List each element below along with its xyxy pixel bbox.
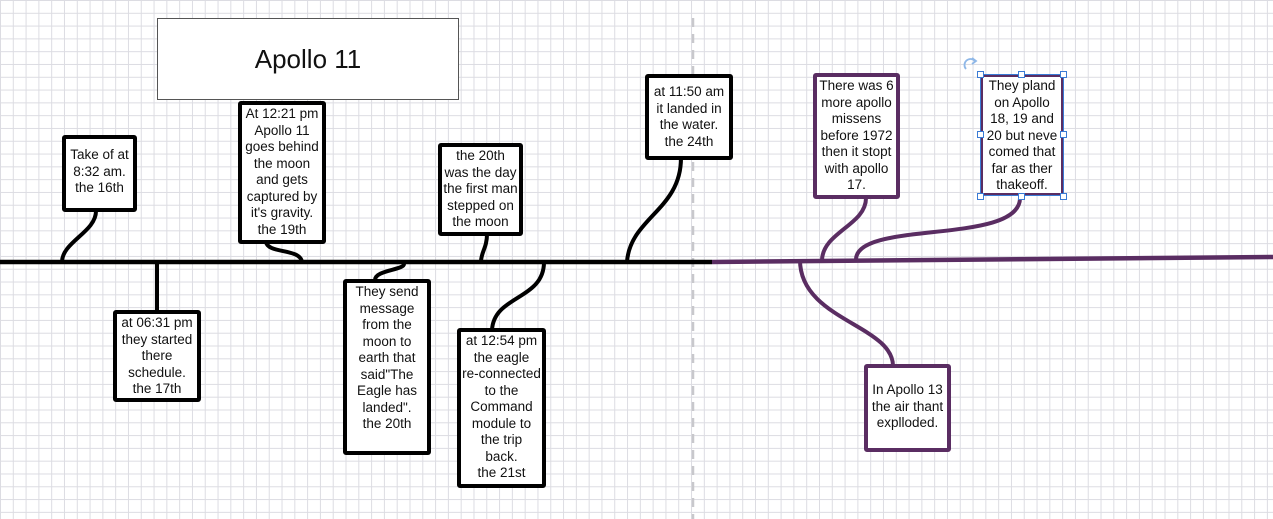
resize-handle-top-right[interactable] bbox=[1060, 71, 1067, 78]
title-text: Apollo 11 bbox=[254, 43, 362, 74]
connector-n8 bbox=[820, 197, 868, 261]
connector-n5 bbox=[479, 233, 489, 263]
note-apollo-13[interactable]: In Apollo 13 the air thant explloded. bbox=[864, 364, 951, 452]
note-text: In Apollo 13 the air thant explloded. bbox=[871, 382, 944, 430]
note-text: the 20th was the day the first man stepp… bbox=[443, 148, 518, 229]
resize-handle-right[interactable] bbox=[1060, 131, 1067, 138]
resize-handle-top[interactable] bbox=[1018, 71, 1025, 78]
note-text: at 06:31 pm they started there schedule.… bbox=[121, 315, 193, 396]
timeline-extension bbox=[711, 254, 1273, 265]
connector-n9 bbox=[854, 197, 1022, 260]
note-text: At 12:21 pm Apollo 11 goes behind the mo… bbox=[245, 106, 319, 237]
connector-n6 bbox=[490, 261, 546, 331]
note-first-man[interactable]: the 20th was the day the first man stepp… bbox=[438, 143, 523, 236]
note-text: There was 6 more apollo missens before 1… bbox=[819, 78, 894, 192]
resize-handle-bottom-left[interactable] bbox=[977, 193, 984, 200]
connector-n1 bbox=[60, 210, 98, 263]
note-text: They pland on Apollo 18, 19 and 20 but n… bbox=[986, 78, 1058, 192]
resize-handle-bottom-right[interactable] bbox=[1060, 193, 1067, 200]
note-text: at 12:54 pm the eagle re-connected to th… bbox=[462, 333, 541, 480]
title-box[interactable]: Apollo 11 bbox=[157, 18, 459, 100]
note-planned-missions[interactable]: They pland on Apollo 18, 19 and 20 but n… bbox=[980, 74, 1064, 196]
resize-handle-top-left[interactable] bbox=[977, 71, 984, 78]
resize-handle-left[interactable] bbox=[977, 131, 984, 138]
note-eagle-landed[interactable]: They send message from the moon to earth… bbox=[343, 279, 431, 455]
note-reconnected[interactable]: at 12:54 pm the eagle re-connected to th… bbox=[457, 328, 546, 488]
connector-n4 bbox=[373, 262, 406, 281]
note-takeoff[interactable]: Take of at 8:32 am. the 16th bbox=[62, 135, 137, 212]
note-text: at 11:50 am it landed in the water. the … bbox=[653, 84, 725, 149]
note-captured-gravity[interactable]: At 12:21 pm Apollo 11 goes behind the mo… bbox=[238, 101, 326, 244]
note-text: Take of at 8:32 am. the 16th bbox=[70, 147, 129, 195]
connector-n10 bbox=[798, 259, 895, 367]
note-text: They send message from the moon to earth… bbox=[355, 284, 419, 431]
note-water-landing[interactable]: at 11:50 am it landed in the water. the … bbox=[645, 74, 733, 160]
connector-n3 bbox=[264, 241, 304, 263]
rotate-handle-icon[interactable] bbox=[962, 56, 980, 74]
note-more-missions[interactable]: There was 6 more apollo missens before 1… bbox=[813, 73, 900, 199]
note-schedule[interactable]: at 06:31 pm they started there schedule.… bbox=[113, 310, 201, 402]
connector-n7 bbox=[625, 157, 683, 263]
resize-handle-bottom[interactable] bbox=[1018, 193, 1025, 200]
